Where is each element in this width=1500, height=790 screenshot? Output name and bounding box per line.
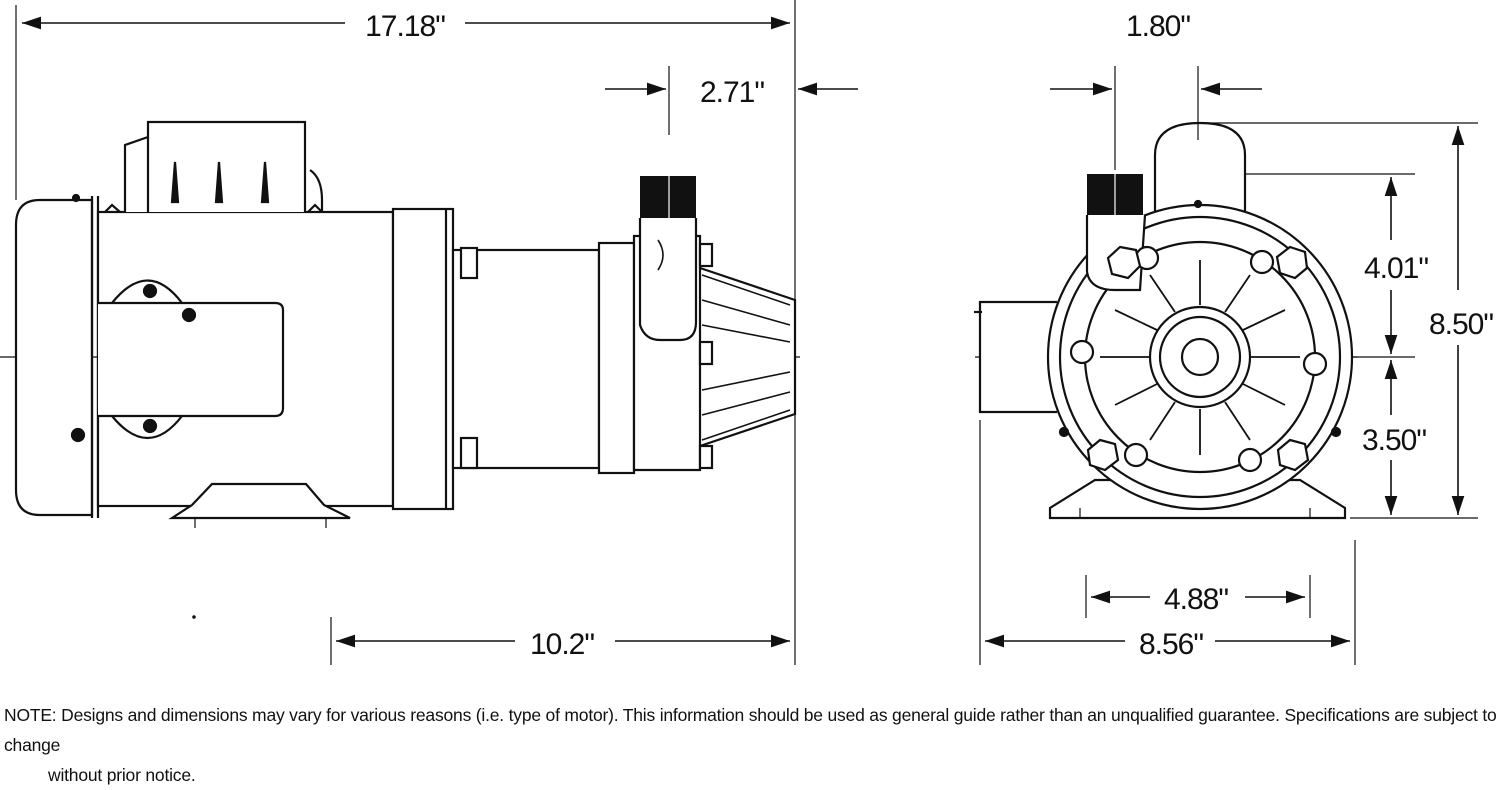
side-view [0,120,800,528]
dim-mounting-spacing: 4.88" [1164,583,1228,616]
flange-bolts [1069,245,1328,473]
dim-outlet-offset: 2.71" [700,76,764,109]
motor-foot [168,482,351,520]
shaft-housing [451,248,601,470]
front-view [974,121,1357,520]
dim-center-height: 3.50" [1362,424,1426,457]
front-view-dimensions [979,66,1478,665]
junction-box-side [978,300,1057,414]
junction-box [123,120,307,212]
impeller-hub [1148,305,1252,409]
dim-outlet-side-offset: 1.80" [1126,10,1190,43]
pump-dimension-drawing: 17.18" 2.71" 10.2" [0,0,1494,665]
dim-base-width: 8.56" [1139,628,1203,661]
outlet-dome [1153,121,1247,215]
dim-outlet-height: 4.01" [1364,252,1428,285]
dim-overall-height: 8.50" [1429,308,1493,341]
note-line-1: NOTE: Designs and dimensions may vary fo… [4,705,1497,755]
motor-end-cap [14,198,94,517]
outlet-nozzle [638,218,698,342]
disclaimer-note: NOTE: Designs and dimensions may vary fo… [4,700,1498,790]
outlet-thread [640,176,696,218]
pump-flange [597,241,636,475]
dim-overall-length: 17.18" [365,10,445,43]
dim-motor-to-front: 10.2" [530,628,594,661]
side-view-dimensions [15,0,858,665]
motor-flange [391,207,455,511]
impeller-fins [1100,260,1300,455]
capacitor-cover [98,301,285,418]
note-line-2: without prior notice. [48,765,196,785]
